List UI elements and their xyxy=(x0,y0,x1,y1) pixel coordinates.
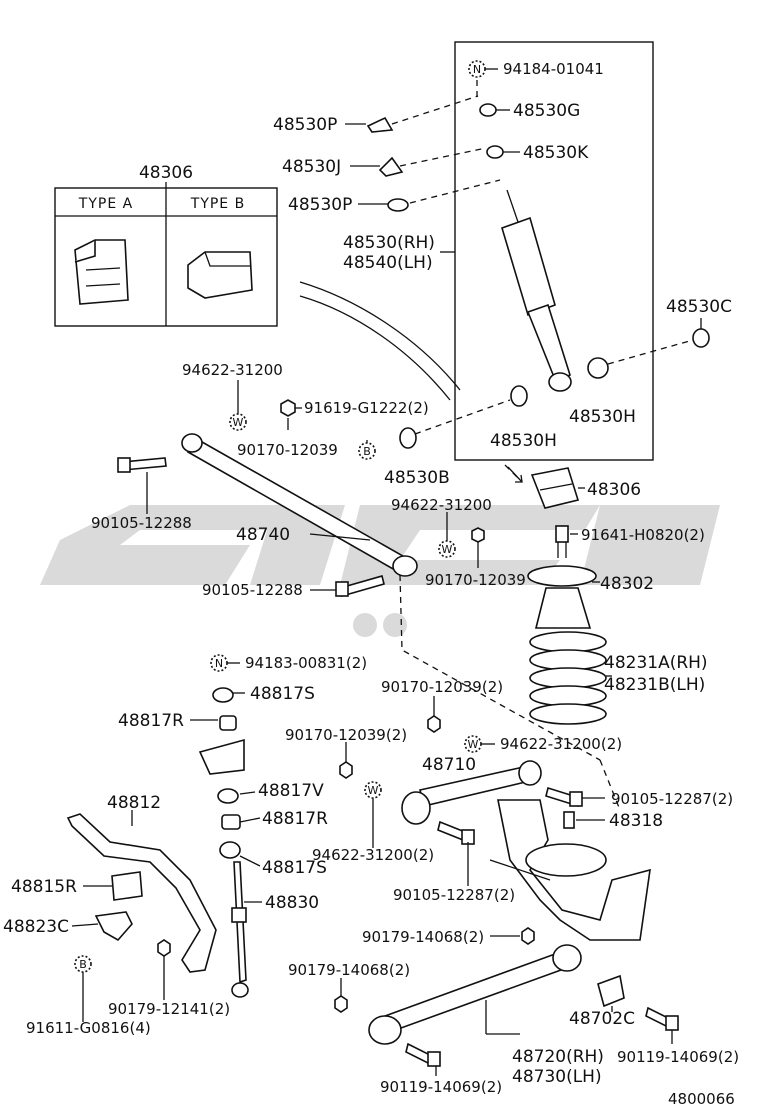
shock-absorber xyxy=(501,189,572,392)
label-48530K: 48530K xyxy=(523,143,589,163)
label-48730-lh: 48730(LH) xyxy=(512,1067,602,1087)
symbol-circles: W B W N W W B xyxy=(74,413,482,973)
label-48817V: 48817V xyxy=(258,781,324,801)
label-48530P-top: 48530P xyxy=(273,115,337,135)
label-48302: 48302 xyxy=(600,574,654,594)
label-48823C: 48823C xyxy=(3,917,69,937)
label-94622-31200-2-a: 94622-31200(2) xyxy=(500,735,622,753)
label-94184-01041: 94184-01041 xyxy=(503,60,604,78)
drawing-number: 4800066 xyxy=(668,1090,735,1108)
label-48812: 48812 xyxy=(107,793,161,813)
label-94622-31200-top: 94622-31200 xyxy=(182,361,283,379)
washer-symbol-4: W xyxy=(368,784,379,797)
label-90119-14069-2-a: 90119-14069(2) xyxy=(617,1048,739,1066)
type-a-label: TYPE A xyxy=(78,196,133,212)
lower-control-arm-48720 xyxy=(368,944,582,1045)
washer-symbol-2: W xyxy=(442,543,453,556)
dashed-guides xyxy=(391,80,694,811)
type-box-part-number: 48306 xyxy=(139,163,193,183)
label-48530H-left: 48530H xyxy=(490,431,557,451)
label-48530C: 48530C xyxy=(666,297,732,317)
spring-seat-48302 xyxy=(527,540,597,629)
label-48530G: 48530G xyxy=(513,101,580,121)
type-a-bumper-drawing xyxy=(74,239,129,305)
label-48530P-mid: 48530P xyxy=(288,195,352,215)
label-90105-12288-mid: 90105-12288 xyxy=(202,581,303,599)
part-labels: 94184-01041 48530G 48530P 48530K 48530J … xyxy=(3,60,739,1108)
label-90170-12039-top: 90170-12039 xyxy=(237,441,338,459)
label-91619: 91619-G1222(2) xyxy=(304,399,429,417)
label-48540-lh: 48540(LH) xyxy=(343,253,433,273)
bushing-48702C xyxy=(597,974,625,1008)
label-91611: 91611-G0816(4) xyxy=(26,1019,151,1037)
frame-rail-lines xyxy=(299,281,461,401)
washer-symbol-3: W xyxy=(468,738,479,751)
type-b-label: TYPE B xyxy=(190,196,245,212)
label-48318: 48318 xyxy=(609,811,663,831)
label-94622-31200-2-b: 94622-31200(2) xyxy=(312,846,434,864)
coil-spring xyxy=(529,631,607,725)
upper-control-arm-48710 xyxy=(401,760,542,825)
label-48530J: 48530J xyxy=(282,157,341,177)
label-91641: 91641-H0820(2) xyxy=(581,526,705,544)
nut-symbol-2: N xyxy=(215,657,223,670)
type-b-bumper-drawing xyxy=(187,251,253,299)
washer-symbol-1: W xyxy=(233,416,244,429)
label-48740: 48740 xyxy=(236,525,290,545)
bolt-symbol-1: B xyxy=(363,445,371,458)
stabilizer-link-parts xyxy=(198,687,249,998)
label-48720-rh: 48720(RH) xyxy=(512,1047,604,1067)
label-90179-12141: 90179-12141(2) xyxy=(108,1000,230,1018)
leader-lines xyxy=(71,68,702,1076)
label-90105-12287-2-b: 90105-12287(2) xyxy=(393,886,515,904)
type-box: 48306 TYPE A TYPE B xyxy=(54,163,278,327)
label-90105-12287-2-a: 90105-12287(2) xyxy=(611,790,733,808)
label-48817S-top: 48817S xyxy=(250,684,315,704)
label-90105-12288-top: 90105-12288 xyxy=(91,514,192,532)
label-94183: 94183-00831(2) xyxy=(245,654,367,672)
label-90170-12039-2-a: 90170-12039(2) xyxy=(381,678,503,696)
axle-bracket xyxy=(489,799,651,941)
label-48306-main: 48306 xyxy=(587,480,641,500)
lateral-rod-48740 xyxy=(181,433,418,577)
label-48815R: 48815R xyxy=(11,877,77,897)
label-48530H-right: 48530H xyxy=(569,407,636,427)
shock-absorber-group-frame xyxy=(454,41,654,461)
label-90179-14068-2-b: 90179-14068(2) xyxy=(288,961,410,979)
bolts xyxy=(117,457,679,1067)
label-94622-31200-mid: 94622-31200 xyxy=(391,496,492,514)
label-48231A: 48231A(RH) xyxy=(604,653,708,673)
label-48817S-bottom: 48817S xyxy=(262,858,327,878)
arrow-to-bumper xyxy=(507,466,523,483)
label-48702C: 48702C xyxy=(569,1009,635,1029)
label-90170-12039-2-b: 90170-12039(2) xyxy=(285,726,407,744)
bolt-symbol-2: B xyxy=(79,958,87,971)
label-48830: 48830 xyxy=(265,893,319,913)
nuts-and-washers xyxy=(157,399,535,1013)
label-48817R-top: 48817R xyxy=(118,711,184,731)
label-90170-12039-mid: 90170-12039 xyxy=(425,571,526,589)
label-48530-rh: 48530(RH) xyxy=(343,233,435,253)
stabilizer-bar-48812 xyxy=(66,813,217,973)
label-90179-14068-2-a: 90179-14068(2) xyxy=(362,928,484,946)
label-48530B: 48530B xyxy=(384,468,450,488)
label-48710: 48710 xyxy=(422,755,476,775)
bumper-48306 xyxy=(530,467,580,509)
label-48817R-bottom: 48817R xyxy=(262,809,328,829)
label-90119-14069-2-b: 90119-14069(2) xyxy=(380,1078,502,1096)
label-48231B: 48231B(LH) xyxy=(604,675,705,695)
nut-symbol-letter: N xyxy=(473,63,481,76)
